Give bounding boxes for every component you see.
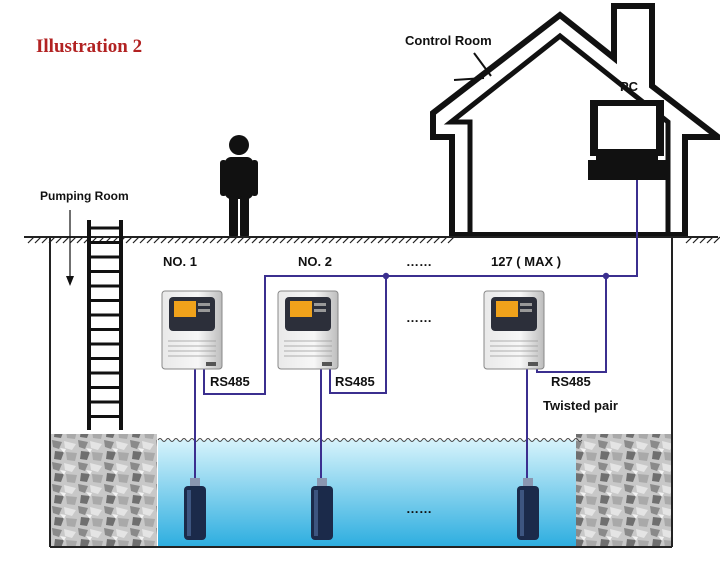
ground-hatch: [307, 236, 315, 244]
rs485-label-1: RS485: [210, 374, 250, 389]
ground-hatch: [356, 236, 364, 244]
unit-max-label: 127 ( MAX ): [491, 254, 561, 269]
ground-hatch: [398, 236, 406, 244]
ground-hatch: [251, 236, 259, 244]
ground-hatch: [237, 236, 245, 244]
ground-hatch: [181, 236, 189, 244]
ground-hatch: [125, 236, 133, 244]
gravel-right: [576, 434, 671, 546]
ground-hatch: [384, 236, 392, 244]
ground-hatch: [55, 236, 63, 244]
unit-2-label: NO. 2: [298, 254, 332, 269]
ellipsis-pump-label: ……: [406, 501, 432, 516]
controller-unit-127: [483, 290, 545, 370]
ground-hatch: [412, 236, 420, 244]
ground-hatch: [426, 236, 434, 244]
pumping-room-label: Pumping Room: [40, 189, 129, 203]
ground-hatch: [685, 236, 693, 244]
ground-hatch: [405, 236, 413, 244]
ground-hatch: [440, 236, 448, 244]
ground-hatch: [223, 236, 231, 244]
ground-hatch: [139, 236, 147, 244]
controller-unit-2: [277, 290, 339, 370]
ground-hatch: [209, 236, 217, 244]
rs485-label-2: RS485: [335, 374, 375, 389]
ground-hatch: [27, 236, 35, 244]
ground-hatch: [433, 236, 441, 244]
ground-hatch: [335, 236, 343, 244]
ground-hatch: [195, 236, 203, 244]
rs485-label-3: RS485: [551, 374, 591, 389]
ellipsis-mid-label: ……: [406, 310, 432, 325]
pumping-pit: [49, 237, 673, 548]
ground-hatch: [258, 236, 266, 244]
ground-hatch: [377, 236, 385, 244]
ground-hatch: [699, 236, 707, 244]
illustration-title: Illustration 2: [36, 36, 142, 57]
pump-127: [517, 478, 539, 540]
pc-label: PC: [620, 79, 639, 94]
ground-hatch: [230, 236, 238, 244]
ground-hatch: [279, 236, 287, 244]
ground-hatch: [363, 236, 371, 244]
ground-hatch: [132, 236, 140, 244]
control-room-pointer: [453, 77, 485, 81]
pump-1: [184, 478, 206, 540]
ground-hatch: [188, 236, 196, 244]
ground-surface: [24, 236, 720, 244]
ground-hatch: [69, 236, 77, 244]
ground-hatch: [706, 236, 714, 244]
gravel-left: [51, 434, 157, 546]
ellipsis-top-label: ……: [406, 254, 432, 269]
ground-hatch: [328, 236, 336, 244]
ground-hatch: [153, 236, 161, 244]
ground-hatch: [34, 236, 42, 244]
ground-hatch: [293, 236, 301, 244]
ground-hatch: [146, 236, 154, 244]
ground-hatch: [76, 236, 84, 244]
down-arrow-icon: [66, 210, 74, 286]
ground-hatch: [286, 236, 294, 244]
ground-hatch: [349, 236, 357, 244]
controller-unit-1: [161, 290, 223, 370]
ground-hatch: [174, 236, 182, 244]
ground-hatch: [300, 236, 308, 244]
ground-hatch: [314, 236, 322, 244]
ground-hatch: [62, 236, 70, 244]
person-icon: [220, 135, 258, 237]
ground-hatch: [342, 236, 350, 244]
ground-hatch: [272, 236, 280, 244]
twisted-pair-label: Twisted pair: [543, 398, 618, 413]
ground-hatch: [41, 236, 49, 244]
water-tank: [157, 438, 583, 546]
ground-hatch: [160, 236, 168, 244]
ground-hatch: [391, 236, 399, 244]
ground-hatch: [370, 236, 378, 244]
ground-hatch: [713, 236, 720, 244]
ground-hatch: [419, 236, 427, 244]
rs485-bus: [194, 180, 638, 485]
ground-hatch: [167, 236, 175, 244]
unit-1-label: NO. 1: [163, 254, 197, 269]
ground-hatch: [692, 236, 700, 244]
pc-icon: [588, 100, 666, 180]
ground-hatch: [321, 236, 329, 244]
pump-2: [311, 478, 333, 540]
ground-hatch: [216, 236, 224, 244]
ground-hatch: [265, 236, 273, 244]
ground-hatch: [244, 236, 252, 244]
ladder-icon: [87, 220, 123, 430]
control-room-label: Control Room: [405, 33, 492, 48]
ground-hatch: [202, 236, 210, 244]
ground-hatch: [447, 236, 455, 244]
